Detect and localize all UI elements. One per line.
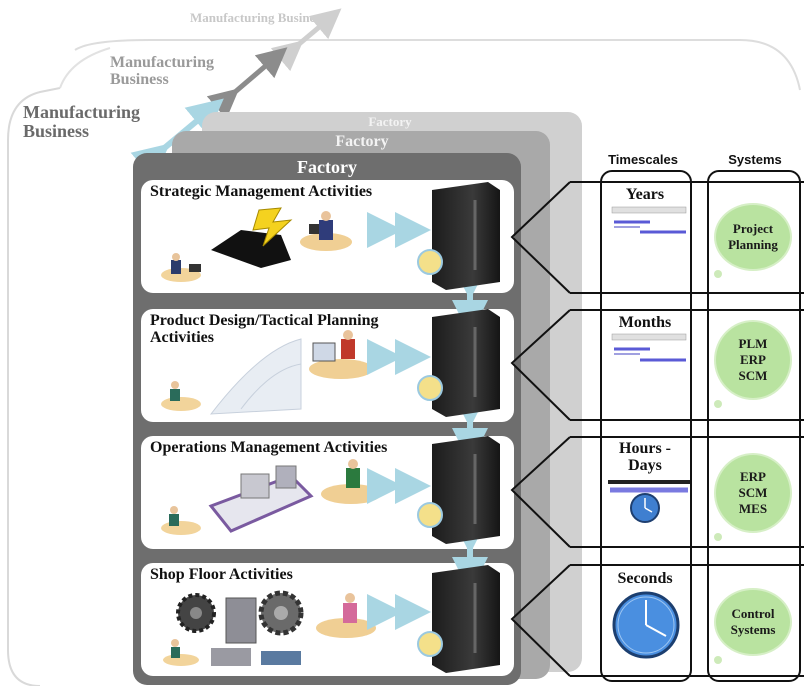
system-bubble-1 (714, 270, 722, 278)
system-2-line-1: PLM (738, 336, 768, 351)
arrow-business-middle (206, 47, 288, 120)
system-text-3: ERP SCM MES (716, 469, 790, 517)
system-2-line-3: SCM (738, 368, 768, 383)
system-cloud-2 (716, 322, 790, 398)
system-bubble-4 (714, 656, 722, 664)
factory-label-middle: Factory (335, 133, 389, 150)
clock-icon-large (612, 591, 680, 659)
server-icon-2 (417, 309, 500, 417)
timescales-column (600, 170, 692, 682)
timescale-months: Months (618, 314, 672, 331)
row-operations-title: Operations Management Activities (150, 439, 388, 456)
server-icon-4 (417, 565, 500, 673)
timescale-hours-days: Hours - Days (619, 440, 671, 474)
systems-header: Systems (728, 152, 782, 167)
timescales-header: Timescales (608, 152, 678, 167)
product-design-illustration (161, 330, 373, 415)
system-cloud-1 (716, 205, 790, 269)
system-3-line-2: SCM (738, 485, 768, 500)
arrow-business-back (270, 8, 342, 72)
timescale-seconds: Seconds (617, 570, 673, 587)
system-bubble-3 (714, 533, 722, 541)
business-label-middle: Manufacturing Business (110, 54, 260, 89)
server-icon-1 (417, 182, 500, 290)
row-product-design-title: Product Design/Tactical Planning Activit… (150, 312, 379, 346)
system-2-line-2: ERP (740, 352, 766, 367)
system-cloud-4 (716, 590, 790, 654)
factory-label-back: Factory (368, 114, 412, 129)
system-3-line-3: MES (738, 501, 768, 516)
system-text-4: Control Systems (716, 606, 790, 638)
row-shop-floor-title: Shop Floor Activities (150, 566, 293, 583)
gantt-chart-icon-years (611, 206, 687, 234)
gantt-chart-icon-months (611, 333, 687, 362)
system-cloud-3 (716, 455, 790, 531)
lightning-icon (252, 207, 293, 247)
business-label-middle-text: Manufacturing Business (110, 54, 214, 88)
strategic-illustration (161, 207, 352, 282)
business-label-front: Manufacturing Business (23, 103, 183, 141)
systems-column (707, 170, 801, 682)
system-bubble-2 (714, 400, 722, 408)
business-label-front-text: Manufacturing Business (23, 102, 140, 141)
timescale-years: Years (625, 186, 665, 203)
factory-label-front: Factory (297, 157, 357, 177)
shop-floor-illustration (163, 590, 376, 666)
system-1-line-2: Planning (728, 237, 778, 252)
system-4-line-1: Control (731, 606, 775, 621)
system-1-line-1: Project (732, 221, 774, 236)
system-text-2: PLM ERP SCM (716, 336, 790, 384)
clock-icon-small (608, 480, 690, 523)
server-icon-3 (417, 436, 500, 544)
operations-illustration (161, 459, 381, 535)
row-strategic-title: Strategic Management Activities (150, 183, 373, 200)
system-3-line-1: ERP (740, 469, 766, 484)
system-text-1: Project Planning (716, 221, 790, 253)
system-4-line-2: Systems (730, 622, 776, 637)
